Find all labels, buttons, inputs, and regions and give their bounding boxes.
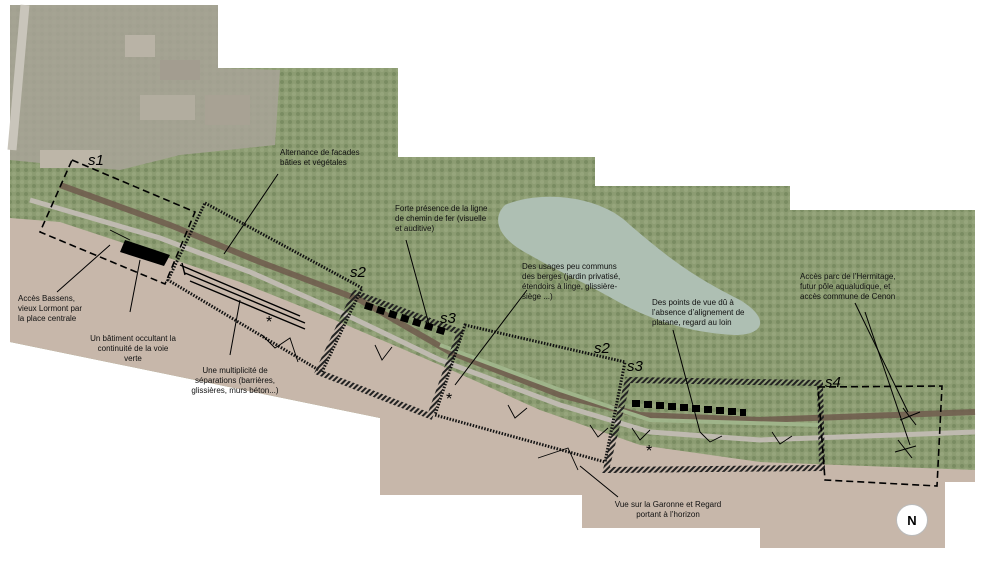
view-angle-symbols [109, 229, 793, 471]
svg-text:*: * [266, 314, 272, 331]
railway-bar-left [363, 301, 446, 336]
annotation-hermitage: Accès parc de l’Hermitage, futur pôle aq… [800, 272, 896, 301]
annotation-separations: Une multiplicité de séparations (barrièr… [191, 366, 279, 395]
sector-label-s4: s4 [825, 374, 841, 391]
north-label: N [907, 512, 917, 528]
north-arrow-badge: N [896, 504, 928, 536]
annotation-garonne: Vue sur la Garonne et Regard portant à l… [614, 500, 722, 519]
leader-lines [56, 173, 911, 498]
annotation-facades: Alternance de facades bâties et végétale… [280, 148, 360, 167]
railway-bar-right [632, 400, 746, 416]
sector-s3-outline-right [602, 376, 826, 474]
sector-s4-outline [817, 385, 943, 487]
svg-text:*: * [446, 391, 452, 408]
access-cross-markers [894, 407, 921, 459]
annotation-points-de-vue: Des points de vue dû à l’absence d’align… [652, 298, 745, 327]
svg-text:*: * [646, 443, 652, 460]
annotation-bassens: Accès Bassens, vieux Lormont par la plac… [18, 294, 83, 323]
asterisk-markers: * * * [266, 314, 652, 460]
sector-label-s3-right: s3 [627, 358, 643, 375]
annotation-batiment: Un bâtiment occultant la continuité de l… [90, 334, 176, 363]
lake [498, 196, 761, 335]
sector-label-s3-left: s3 [440, 310, 456, 327]
occulting-building [120, 240, 170, 266]
sector-label-s1: s1 [88, 152, 104, 169]
urban-area [10, 5, 280, 170]
riverside-road [29, 197, 976, 443]
highway [7, 4, 30, 151]
sector-s2-outline-right [433, 323, 627, 464]
sector-s3-outline-left [313, 289, 464, 420]
separation-lines [179, 262, 306, 330]
annotation-berges: Des usages peu communs des berges (jardi… [522, 262, 621, 301]
sector-label-s2-left: s2 [350, 264, 366, 281]
annotation-railway: Forte présence de la ligne de chemin de … [395, 204, 488, 233]
green-strip [439, 343, 821, 427]
sector-s1-outline [38, 158, 197, 286]
sector-label-s2-right: s2 [594, 340, 610, 357]
